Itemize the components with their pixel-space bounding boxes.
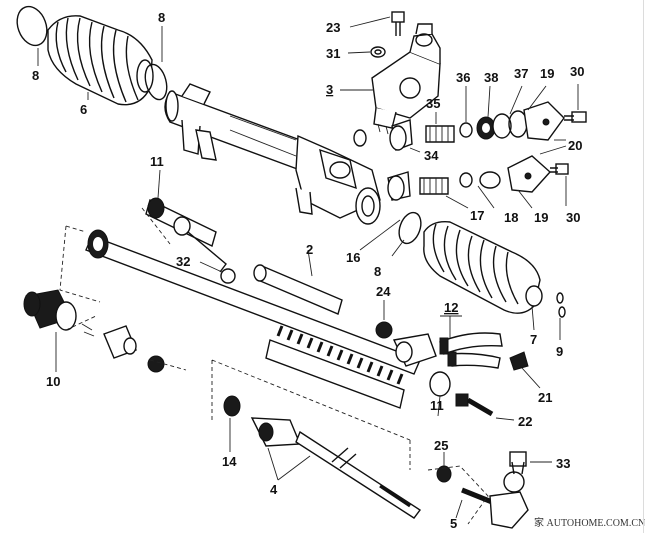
label-part-16: 16	[346, 250, 360, 265]
snap-ring-part-8-right	[144, 63, 168, 101]
end-fitting	[392, 333, 437, 367]
label-part-2: 2	[306, 242, 313, 257]
cap-part-10	[23, 289, 77, 331]
label-part-38: 38	[484, 70, 498, 85]
label-part-8-center: 8	[374, 264, 381, 279]
label-part-17: 17	[470, 208, 484, 223]
snap-ring-part-8-left	[16, 5, 48, 47]
plunger-part-34	[353, 129, 367, 147]
bolt-part-23	[391, 11, 405, 36]
label-part-6: 6	[80, 102, 87, 117]
label-part-12: 12	[444, 300, 458, 315]
label-part-4: 4	[270, 482, 278, 497]
adjuster-lower-assembly	[387, 155, 569, 201]
label-part-22: 22	[518, 414, 532, 429]
snap-ring-part-8-center	[398, 211, 422, 245]
label-part-8-left: 8	[32, 68, 39, 83]
label-part-11-lower: 11	[430, 398, 444, 413]
label-part-10: 10	[46, 374, 60, 389]
pinion-housing-part-3	[371, 23, 441, 135]
watermark-text: 家 AUTOHOME.COM.CN	[534, 516, 645, 529]
label-part-7: 7	[530, 332, 537, 347]
clip-part-9	[556, 292, 566, 318]
rack-bar-part-2	[85, 197, 421, 409]
washer-part-31	[370, 46, 386, 58]
adjuster-upper-assembly	[389, 101, 587, 151]
label-part-34: 34	[424, 148, 439, 163]
label-part-21: 21	[538, 390, 552, 405]
label-part-8-top: 8	[158, 10, 165, 25]
label-part-32: 32	[176, 254, 190, 269]
hose-part-12	[439, 332, 503, 369]
label-part-35: 35	[426, 96, 440, 111]
label-part-25: 25	[434, 438, 448, 453]
rubber-boot-part-7	[423, 221, 543, 314]
label-part-19-upper: 19	[540, 66, 554, 81]
label-part-19-lower: 19	[534, 210, 548, 225]
label-part-3: 3	[326, 82, 333, 97]
label-part-9: 9	[556, 344, 563, 359]
label-part-30-lower: 30	[566, 210, 580, 225]
label-part-23: 23	[326, 20, 340, 35]
label-part-11-upper: 11	[150, 154, 164, 169]
label-part-18: 18	[504, 210, 518, 225]
label-part-37: 37	[514, 66, 528, 81]
tie-rod-end-part-5	[461, 451, 529, 529]
rubber-boot-part-6	[47, 15, 154, 106]
label-part-33: 33	[556, 456, 570, 471]
tie-rod-part-4	[223, 395, 422, 519]
bracket-part-21	[509, 351, 529, 371]
label-part-5: 5	[450, 516, 457, 531]
label-part-31: 31	[326, 46, 340, 61]
nut-part-24	[375, 321, 393, 339]
label-part-24: 24	[376, 284, 391, 299]
inner-joint	[81, 323, 165, 373]
label-part-14: 14	[222, 454, 237, 469]
bolt-part-22	[455, 393, 494, 417]
right-edge-divider	[643, 0, 644, 533]
rack-housing	[164, 83, 381, 225]
label-part-36: 36	[456, 70, 470, 85]
label-part-30-upper: 30	[570, 64, 584, 79]
label-part-20: 20	[568, 138, 582, 153]
bushing-part-11-lower	[429, 371, 451, 397]
